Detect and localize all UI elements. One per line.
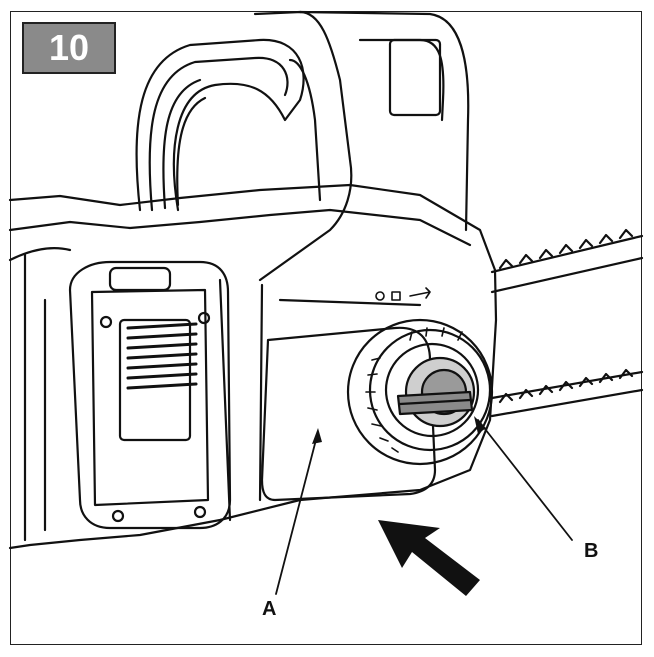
label-a: A	[262, 598, 277, 620]
arrow-direction-icon	[409, 287, 431, 299]
tension-knob	[346, 318, 494, 466]
guide-bar-chain	[490, 228, 644, 418]
label-b: B	[584, 540, 599, 562]
battery-vents	[126, 322, 198, 390]
figure-frame	[10, 11, 642, 645]
front-handle	[253, 10, 470, 282]
callout-arrowhead-b	[474, 416, 486, 434]
lock-symbols	[375, 287, 431, 301]
rear-handle	[135, 38, 305, 212]
knob-knurling	[365, 327, 463, 453]
motor-housing	[8, 183, 498, 550]
callout-line-a	[275, 431, 319, 595]
callout-line-b	[477, 419, 573, 541]
padlock-closed-icon	[375, 291, 385, 301]
step-number-badge: 10	[22, 22, 116, 74]
callout-arrowhead-a	[312, 428, 322, 444]
sprocket-cover	[260, 326, 437, 502]
battery-pack	[68, 260, 232, 530]
push-direction-arrow	[378, 520, 480, 596]
padlock-open-icon	[391, 291, 401, 301]
